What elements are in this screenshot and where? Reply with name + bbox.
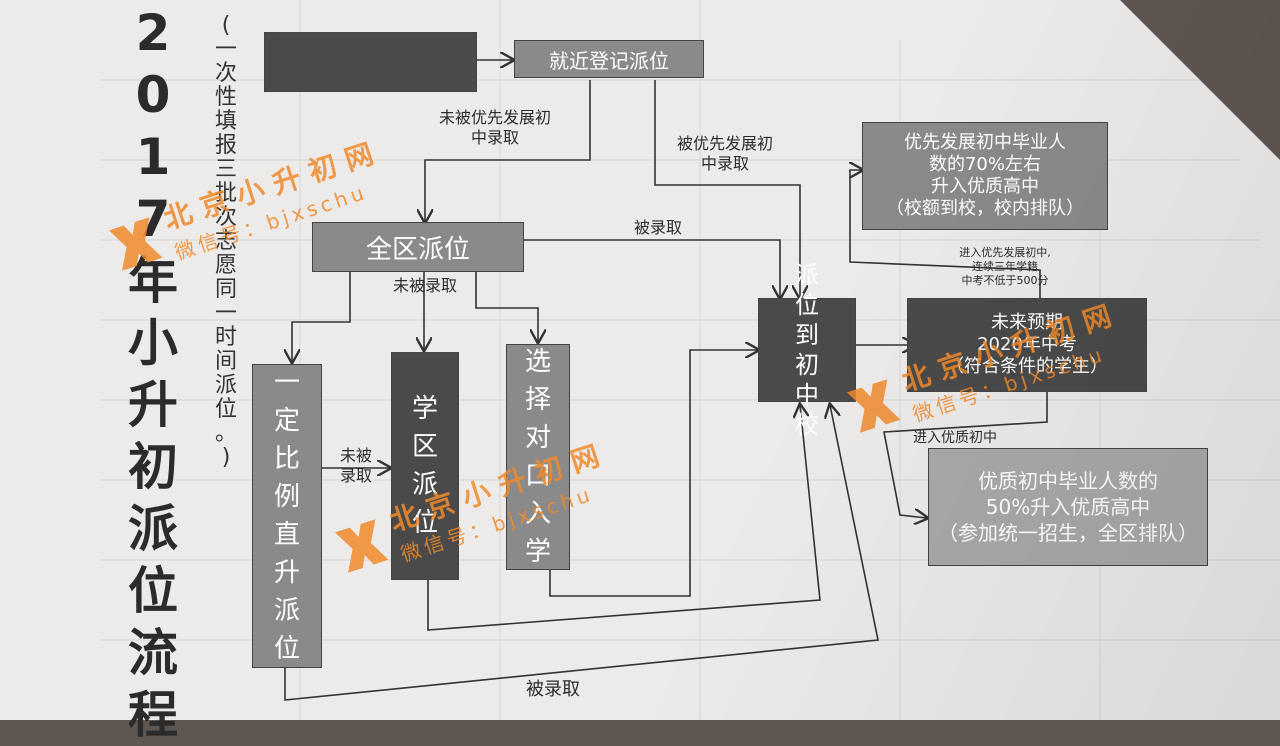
title-char: 0	[135, 66, 171, 124]
subtitle-char: )	[221, 445, 231, 470]
node-char: 一	[273, 368, 300, 398]
node-char: 比	[273, 444, 300, 474]
node-char: 校	[795, 411, 819, 439]
subtitle-char: 愿	[214, 253, 237, 278]
watermark: 北京小升初网 微信号：bjxschu	[323, 431, 622, 587]
subtitle-char: 。	[214, 421, 237, 446]
direct-promotion-node: 一定比例直升派位	[252, 364, 322, 668]
title-char: 升	[128, 376, 178, 434]
node-char: 入	[524, 499, 551, 529]
title-char: 小	[128, 314, 178, 372]
title-char: 位	[128, 562, 178, 620]
node-char: 例	[273, 482, 300, 512]
assign-junior-high-node: 派位到初中校	[758, 261, 856, 439]
node-char: 定	[273, 406, 300, 436]
quality-50-node: 优质初中毕业人数的 50%升入优质高中 （参加统一招生，全区排队）	[928, 448, 1208, 566]
node-char: 初	[795, 351, 819, 379]
node-char: 位	[273, 634, 300, 664]
node-char: 中	[795, 381, 819, 409]
subtitle-char: 次	[214, 61, 237, 86]
page-subtitle: (一次性填报三批次志愿同一时间派位。)	[208, 14, 244, 470]
priority-70-node: 优先发展初中毕业人 数的70%左右 升入优质高中 （校额到校，校内排队）	[862, 122, 1108, 230]
flow-connectors	[0, 0, 1048, 701]
node-char: 口	[524, 461, 551, 491]
watermark: 北京小升初网 微信号：bjxschu	[97, 129, 396, 285]
subtitle-char: 一	[214, 301, 237, 326]
node-char: 位	[795, 291, 819, 319]
title-char: 1	[135, 128, 171, 186]
node-char: 升	[273, 558, 300, 588]
choose-counterpart-node: 选择对口入学	[506, 344, 570, 570]
node-char: 派	[795, 261, 819, 289]
subtitle-char: 性	[214, 85, 237, 110]
title-char: 派	[128, 500, 178, 558]
node-char: 位	[411, 508, 438, 538]
label-priority: 被优先发展初 中录取	[676, 134, 773, 173]
node-char: 学	[524, 537, 551, 567]
node-char: 直	[273, 520, 300, 550]
subtitle-char: 位	[214, 397, 237, 422]
label-not-priority: 未被优先发展初 中录取	[438, 108, 551, 147]
subtitle-char: 报	[214, 133, 237, 158]
node-char: 派	[273, 596, 300, 626]
register-node: 就近登记派位	[514, 40, 704, 78]
subtitle-char: 间	[214, 349, 237, 374]
label-admitted-bottom: 被录取	[526, 679, 580, 700]
subtitle-char: 次	[214, 205, 237, 230]
watermark-logo-icon	[108, 216, 163, 271]
node-char: 择	[524, 385, 551, 415]
label-not-admitted-short: 未被 录取	[339, 446, 372, 485]
subtitle-char: 填	[214, 109, 237, 134]
title-char: 初	[128, 438, 178, 496]
subtitle-char: 批	[214, 181, 237, 206]
node-char: 对	[524, 423, 551, 453]
subtitle-char: 时	[214, 325, 237, 350]
subtitle-char: 同	[214, 277, 237, 302]
title-char: 流	[128, 624, 178, 682]
future-outlook-node: 未来预期 2020年中考 （符合条件的学生）	[907, 298, 1147, 392]
node-char: 派	[411, 470, 438, 500]
subtitle-char: 一	[214, 37, 237, 62]
subtitle-char: 志	[214, 229, 237, 254]
node-char: 选	[524, 347, 551, 377]
label-not-admitted: 未被录取	[392, 276, 457, 295]
node-char: 到	[795, 321, 819, 349]
start-node	[264, 32, 477, 92]
subtitle-char: (	[221, 13, 231, 38]
watermark-logo-icon	[334, 518, 389, 573]
district-lottery-node: 全区派位	[312, 222, 524, 272]
watermark: 北京小升初网 微信号：bjxschu	[835, 291, 1134, 447]
title-char: 2	[135, 4, 171, 62]
school-district-node: 学区派位	[391, 352, 459, 580]
subtitle-char: 派	[214, 373, 237, 398]
label-admitted-top: 被录取	[633, 218, 682, 237]
subtitle-char: 三	[214, 157, 237, 182]
watermark-logo-icon	[846, 378, 901, 433]
label-enter-quality: 进入优质初中	[913, 430, 997, 446]
label-enter-priority: 进入优先发展初中, 连续三年学籍 中考不低于500分	[959, 246, 1051, 287]
node-char: 学	[411, 394, 438, 424]
node-char: 区	[411, 432, 438, 462]
